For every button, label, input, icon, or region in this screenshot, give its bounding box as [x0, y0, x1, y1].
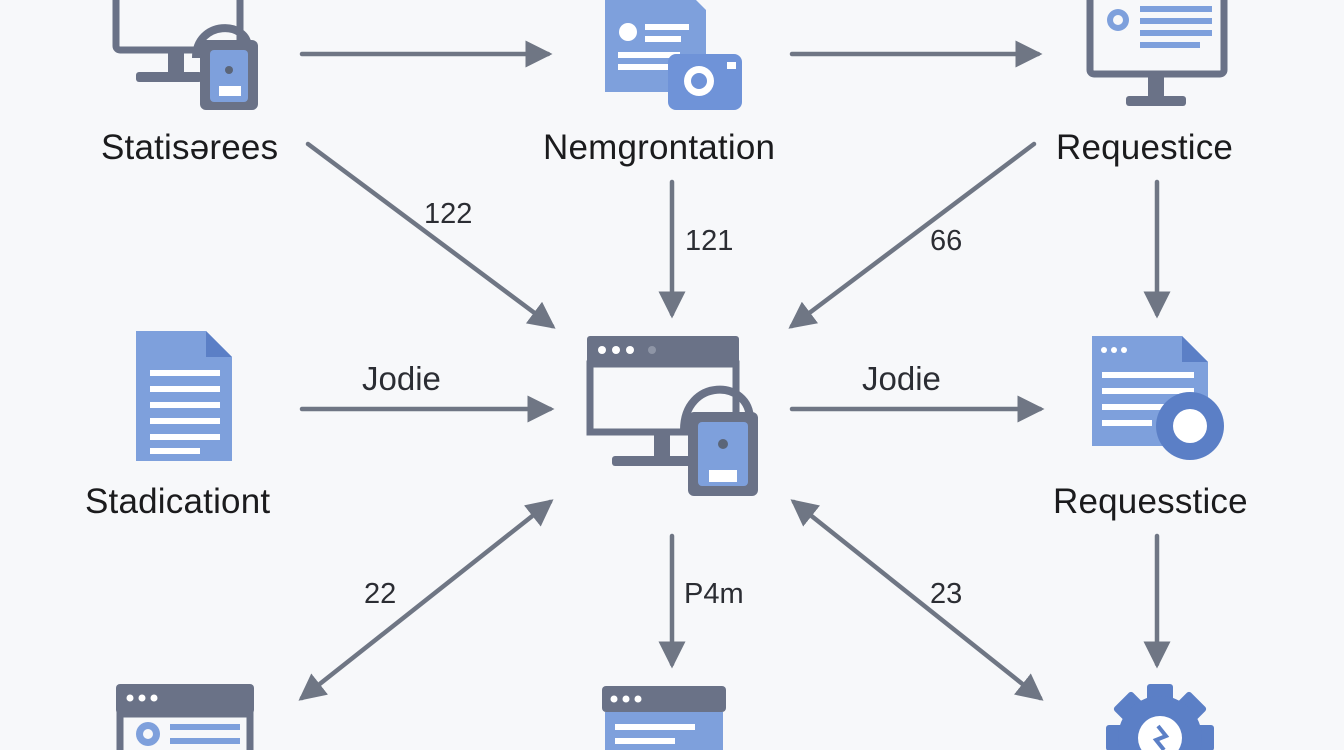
- document-camera-icon: [605, 0, 742, 110]
- browser-window-icon-left: [116, 684, 254, 750]
- arrow-center-bottom-right: [790, 499, 1044, 701]
- document-icon: [136, 331, 232, 461]
- edge-label-66: 66: [930, 225, 963, 257]
- edge-label-p4m: P4m: [684, 578, 744, 610]
- edge-label-23: 23: [930, 578, 963, 610]
- monitor-lock-icon: [112, 0, 258, 110]
- node-label-top-center: Nemgrontation: [543, 128, 776, 167]
- node-label-middle-right: Requesstice: [1053, 482, 1248, 521]
- arrow-center-bottom-left: [298, 499, 554, 701]
- node-label-top-left: Statisǝrees: [101, 128, 279, 167]
- node-label-top-right: Requestice: [1056, 128, 1234, 167]
- edge-label-jodie-right: Jodie: [862, 360, 941, 397]
- edge-label-22: 22: [364, 578, 397, 610]
- document-gear-icon: [1092, 336, 1224, 460]
- gear-icon: [1106, 684, 1214, 750]
- arrow-top-right-to-center: [788, 141, 1037, 329]
- node-label-middle-left: Stadicationt: [85, 482, 271, 521]
- arrow-top-left-to-center: [305, 141, 556, 329]
- monitor-icon: [1086, 0, 1228, 106]
- edge-label-121: 121: [685, 225, 734, 257]
- browser-window-icon-center: [602, 686, 726, 750]
- edge-label-jodie-left: Jodie: [362, 360, 441, 397]
- edge-label-122: 122: [424, 198, 473, 230]
- browser-lock-icon: [586, 336, 758, 496]
